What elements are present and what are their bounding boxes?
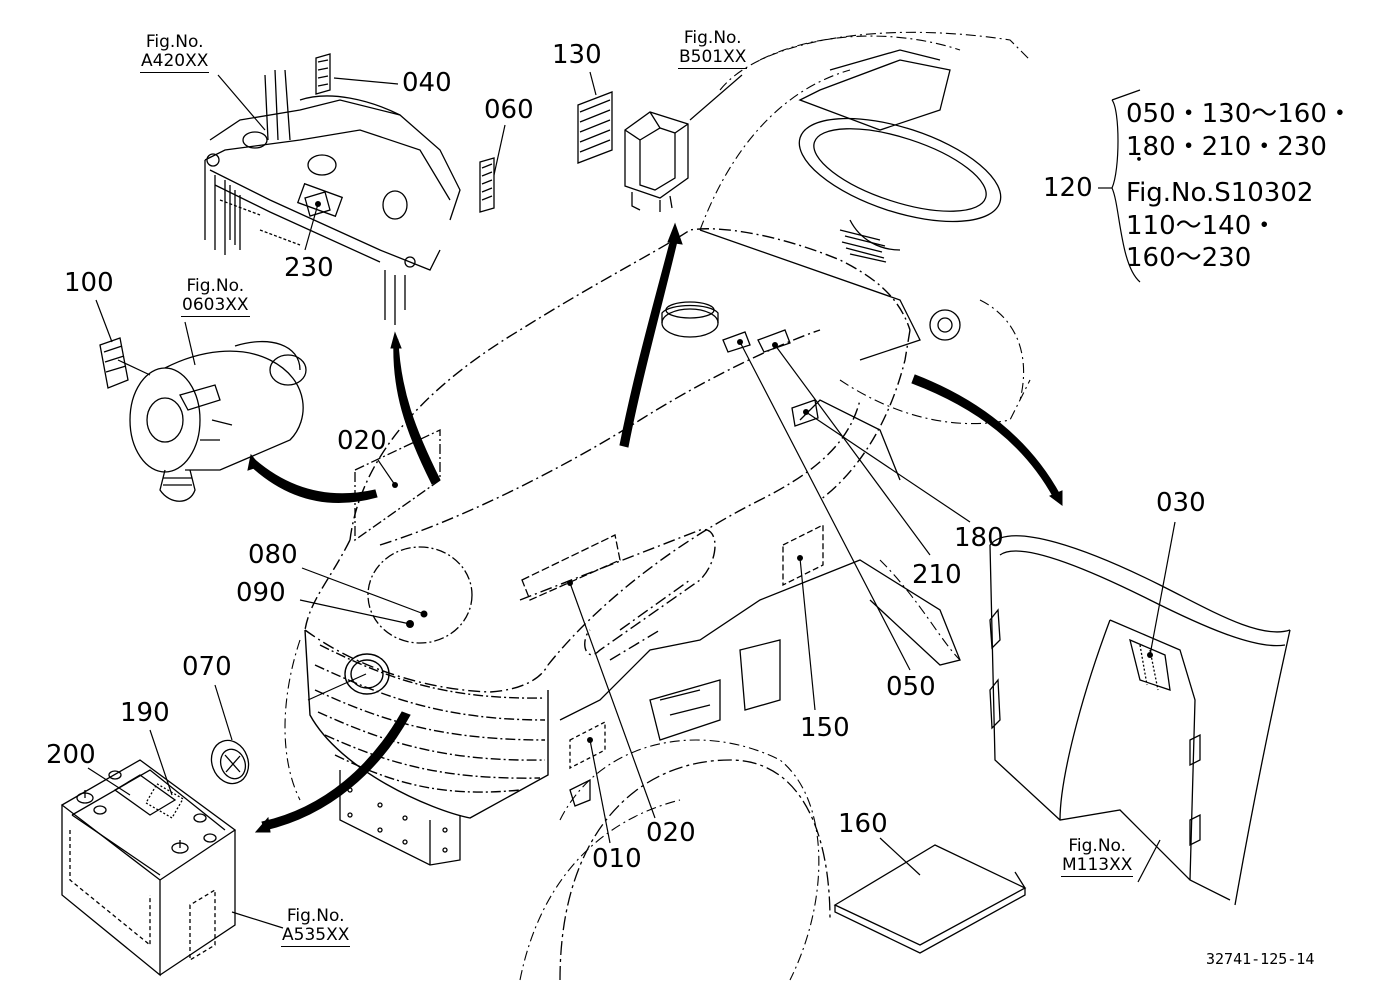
side-panel-m113 [989, 535, 1291, 906]
battery [60, 759, 237, 977]
kit-note-line-4: Fig.No.S10302 [1126, 178, 1314, 208]
engine-side [559, 399, 961, 807]
front-bumper [339, 770, 461, 866]
callout-050: 050 [886, 672, 936, 702]
hood-outline [304, 228, 911, 693]
fig-number: 0603XX [181, 295, 250, 317]
callout-160: 160 [838, 809, 888, 839]
fig-number: A535XX [281, 925, 351, 947]
callout-130: 130 [552, 40, 602, 70]
fig-prefix: Fig.No. [145, 32, 204, 52]
operator-manual [833, 844, 1027, 954]
callout-210: 210 [912, 560, 962, 590]
hood-headlight [367, 546, 473, 644]
fig-ref-a535: Fig.No. A535XX [281, 906, 351, 947]
fig-prefix: Fig.No. [186, 276, 245, 296]
tractor-body-outline [284, 31, 1031, 981]
callout-060: 060 [484, 95, 534, 125]
kit-note-line-5: 110～140・ [1126, 211, 1278, 241]
callout-180: 180 [954, 523, 1004, 553]
front-grille [304, 629, 549, 819]
fig-number: M113XX [1061, 855, 1134, 877]
label-decals [99, 53, 824, 770]
callout-190: 190 [120, 698, 170, 728]
callout-070: 070 [182, 652, 232, 682]
callout-030: 030 [1156, 488, 1206, 518]
callout-020-left: 020 [337, 426, 387, 456]
fig-number: A420XX [140, 51, 210, 73]
fig-prefix: Fig.No. [1068, 836, 1127, 856]
callout-200: 200 [46, 740, 96, 770]
fig-ref-a420: Fig.No. A420XX [140, 32, 210, 73]
fig-ref-m113: Fig.No. M113XX [1061, 836, 1134, 877]
instrument-panel-assembly [204, 69, 461, 325]
callout-100: 100 [64, 268, 114, 298]
callout-150: 150 [800, 713, 850, 743]
callout-010: 010 [592, 844, 642, 874]
callout-020-center: 020 [646, 818, 696, 848]
fig-prefix: Fig.No. [286, 906, 345, 926]
callout-080: 080 [248, 540, 298, 570]
lamp-cover-070 [210, 739, 250, 785]
front-tire [559, 759, 831, 981]
callout-230: 230 [284, 253, 334, 283]
kit-note-line-1: 050・130～160・ [1126, 99, 1353, 129]
leader-dots [315, 201, 1153, 743]
drawing-code: 32741-125-14 [1206, 950, 1315, 968]
kit-note-line-6: 160～230 [1126, 243, 1252, 273]
bracket-b501 [624, 111, 689, 212]
fig-prefix: Fig.No. [683, 28, 742, 48]
callout-040: 040 [402, 68, 452, 98]
leader-lines [87, 71, 1176, 929]
callout-090: 090 [236, 578, 286, 608]
air-cleaner [129, 340, 307, 502]
assembly-arrows [247, 222, 1063, 833]
kit-note-line-2: 180・210・230 [1126, 132, 1327, 162]
fig-number: B501XX [678, 47, 748, 69]
fig-ref-b501: Fig.No. B501XX [678, 28, 748, 69]
kit-note-line-3: ・ [1130, 150, 1148, 171]
fig-ref-0603: Fig.No. 0603XX [181, 277, 250, 317]
callout-120: 120 [1043, 173, 1093, 203]
steering-wheel [699, 49, 1002, 361]
